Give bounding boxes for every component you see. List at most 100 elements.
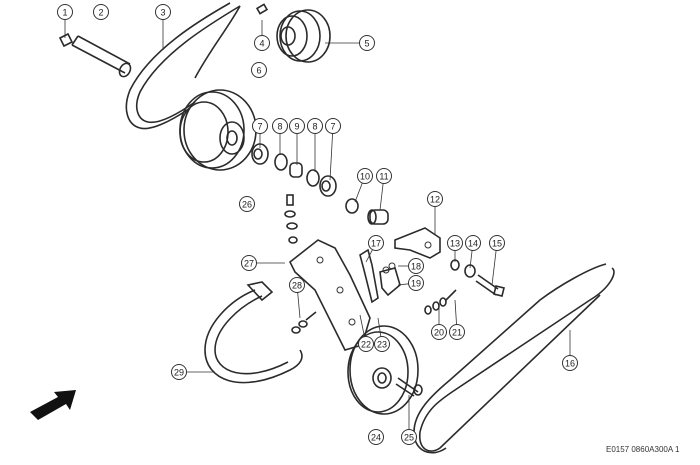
callout-circle [427,191,443,207]
callout-circle [447,235,463,251]
callout-circle [272,118,288,134]
callout-number: 6 [256,66,261,76]
callout-number: 12 [430,195,440,205]
direction-arrow [30,390,76,420]
callout-number: 7 [330,122,335,132]
callout-leader-11 [379,183,384,211]
callout-number: 11 [379,172,388,182]
callout-6: 6 [251,62,267,78]
callout-circle [408,275,424,291]
callout-circle [374,336,390,352]
callout-circle [239,196,255,212]
drawing-code: E0157 0860A300A 1 [606,445,680,454]
callout-27: 27 [241,255,257,271]
pulley-upper-right [276,9,331,63]
main-pulley [179,89,257,171]
support-plate [288,239,371,351]
arm-17 [359,248,379,304]
callout-number: 15 [492,239,502,249]
callout-circle [93,4,109,20]
callout-circle [155,4,171,20]
callout-15: 15 [489,235,505,251]
callout-circle [359,35,375,51]
callout-1: 1 [57,4,73,20]
callout-leader-15 [491,250,497,286]
callout-leader-17 [365,249,373,263]
callout-circle [251,62,267,78]
callout-7: 7 [252,118,268,134]
callout-leaders [64,19,571,430]
callout-3: 3 [155,4,171,20]
callout-number: 28 [292,281,302,291]
callout-5: 5 [359,35,375,51]
callout-circle [289,118,305,134]
callout-26: 26 [239,196,255,212]
callout-number: 1 [62,8,67,18]
callout-circle [401,429,417,445]
callout-4: 4 [254,35,270,51]
callout-circle [408,258,424,274]
callout-number: 7 [257,122,262,132]
screws-18 [382,262,396,274]
callout-number: 10 [360,172,370,182]
upper-v-belt [125,2,241,130]
callout-14: 14 [465,235,481,251]
callout-number: 20 [434,328,444,338]
bearing-stack [251,143,337,197]
callout-number: 19 [411,279,421,289]
callout-number: 25 [404,433,414,443]
callout-7: 7 [325,118,341,134]
callout-circle [241,255,257,271]
callout-circle [376,168,392,184]
callout-circle [357,168,373,184]
callout-circle [449,324,465,340]
callout-circle [489,235,505,251]
callout-25: 25 [401,429,417,445]
callout-11: 11 [376,168,392,184]
callout-12: 12 [427,191,443,207]
callout-circle [171,364,187,380]
callout-circle [57,4,73,20]
callout-number: 26 [242,200,252,210]
callout-17: 17 [368,235,384,251]
callout-16: 16 [562,355,578,371]
idler-pulley [347,325,419,415]
callout-leader-7 [329,133,333,181]
callout-leader-21 [454,299,457,325]
callout-number: 16 [565,359,575,369]
callout-10: 10 [357,168,373,184]
callout-circle [358,336,374,352]
callout-number: 8 [312,122,317,132]
callout-leader-14 [469,250,473,269]
callout-circle [254,35,270,51]
callout-21: 21 [449,324,465,340]
callout-29: 29 [171,364,187,380]
callout-number: 21 [452,328,462,338]
callout-number: 8 [277,122,282,132]
callout-leader-23 [377,317,382,337]
callout-number: 5 [364,39,369,49]
callout-number: 29 [174,368,184,378]
bolt-15-washers [450,259,505,297]
callout-19: 19 [408,275,424,291]
callout-28: 28 [289,277,305,293]
washer-spacer [345,198,389,225]
callout-number: 2 [98,8,103,18]
lower-v-belt [413,263,615,454]
callout-number: 3 [160,8,165,18]
key-part [255,3,269,15]
bracket-19 [379,267,401,297]
callout-8: 8 [307,118,323,134]
callout-circle [368,429,384,445]
callout-number: 4 [259,39,264,49]
callout-circle [562,355,578,371]
bolt-26-washers [284,194,298,244]
shaft-assembly [58,32,132,78]
callout-9: 9 [289,118,305,134]
callout-circle [252,118,268,134]
callout-number: 14 [468,239,478,249]
callout-number: 18 [411,262,421,272]
bolt-25 [395,377,423,397]
